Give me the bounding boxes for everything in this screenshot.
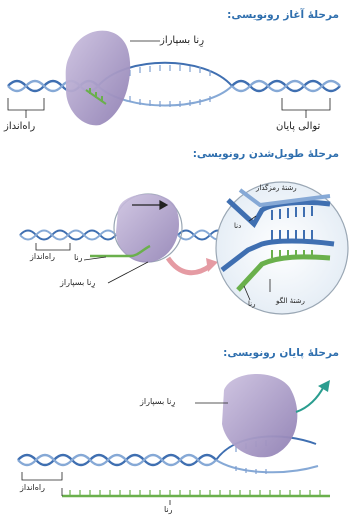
zoom-arrow-head bbox=[206, 258, 218, 272]
dna-helix bbox=[18, 455, 216, 465]
stage2-promoter-label: راه‌انداز bbox=[30, 252, 55, 261]
rna-polymerase-shape bbox=[222, 374, 297, 457]
stage2-dna-label: دنا bbox=[234, 222, 241, 230]
release-arrow bbox=[296, 386, 324, 412]
zoom-inset bbox=[216, 182, 348, 314]
stage2-title: مرحلهٔ طویل‌شدن رونویسی: bbox=[193, 148, 339, 160]
stage2-rna-label: رنا bbox=[74, 253, 83, 262]
stage2-template-strand-label: رشتهٔ الگو bbox=[276, 297, 305, 305]
stage3-diagram bbox=[18, 374, 330, 505]
stage2-diagram bbox=[20, 182, 348, 314]
stage2-enzyme-label: رِنا بسپاراز bbox=[60, 278, 95, 287]
rna-polymerase-shape bbox=[116, 194, 179, 263]
stage1-title: مرحلهٔ آغاز رونویسی: bbox=[227, 9, 339, 21]
stage3-title: مرحلهٔ پایان رونویسی: bbox=[223, 347, 339, 359]
stage1-enzyme-label: رِنا بسپاراز bbox=[160, 35, 204, 46]
release-arrow-head bbox=[318, 380, 330, 392]
zoom-arrow bbox=[168, 258, 210, 273]
stage3-rna-label: رنا bbox=[164, 505, 173, 514]
stage3-enzyme-label: رِنا بسپاراز bbox=[140, 397, 175, 406]
stage3-promoter-label: راه‌انداز bbox=[20, 483, 45, 492]
stage2-coding-strand-label: رشتهٔ رمزگذار bbox=[256, 184, 297, 192]
stage2-rna-zoom-label: رنا bbox=[248, 300, 255, 308]
pointer-lines bbox=[22, 403, 228, 505]
dna-helix bbox=[8, 81, 340, 91]
rna-polymerase-shape bbox=[66, 31, 130, 126]
stage1-promoter-label: راه‌انداز bbox=[4, 121, 35, 132]
stage1-terminator-label: توالی پایان bbox=[276, 121, 320, 132]
